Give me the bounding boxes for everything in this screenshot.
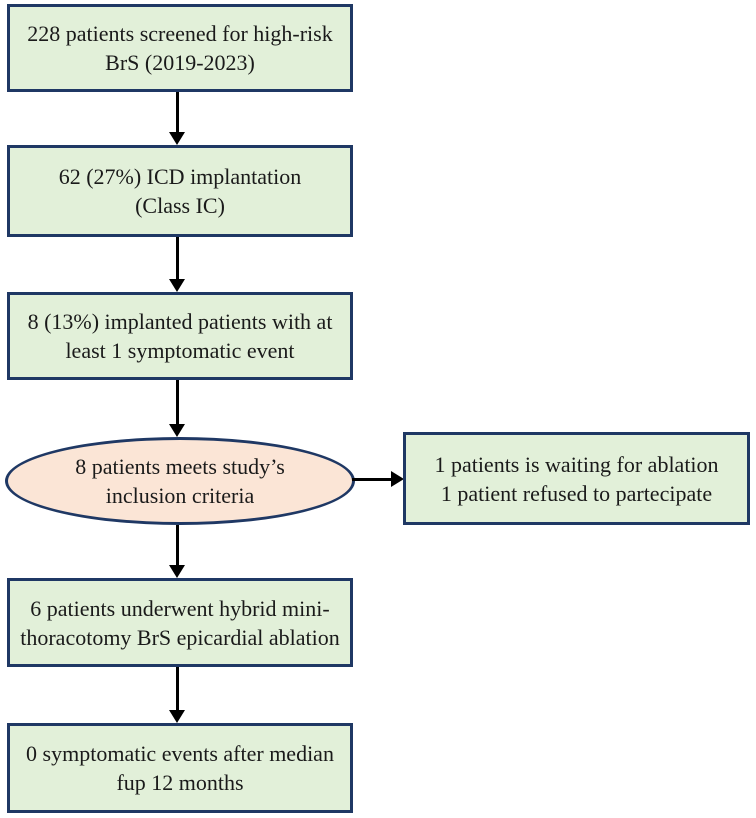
flow-box-followup-label: 0 symptomatic events after median fup 12…: [26, 741, 334, 795]
down-arrow-3-icon: [169, 424, 185, 437]
down-arrow-5-icon: [169, 710, 185, 723]
flow-ellipse-inclusion-criteria: 8 patients meets study’s inclusion crite…: [5, 437, 355, 525]
flow-box-exclusions: 1 patients is waiting for ablation 1 pat…: [403, 432, 750, 525]
down-arrow-3-stem: [176, 380, 179, 425]
down-arrow-4-icon: [169, 565, 185, 578]
flow-box-screened-label: 228 patients screened for high-risk BrS …: [27, 21, 333, 75]
down-arrow-5-stem: [176, 667, 179, 711]
flow-box-ablation-label: 6 patients underwent hybrid mini- thorac…: [20, 595, 340, 650]
down-arrow-1-stem: [176, 92, 179, 133]
down-arrow-4-stem: [176, 525, 179, 566]
flow-box-icd-implantation-label: 62 (27%) ICD implantation (Class IC): [58, 164, 302, 218]
flow-box-symptomatic-event: 8 (13%) implanted patients with at least…: [7, 292, 353, 380]
flow-box-icd-implantation: 62 (27%) ICD implantation (Class IC): [7, 145, 353, 237]
right-arrow-stem: [352, 478, 392, 481]
flow-box-symptomatic-event-label: 8 (13%) implanted patients with at least…: [27, 309, 333, 363]
down-arrow-1-icon: [169, 132, 185, 145]
flow-box-exclusions-label: 1 patients is waiting for ablation 1 pat…: [434, 451, 719, 506]
flow-ellipse-inclusion-criteria-label: 8 patients meets study’s inclusion crite…: [75, 454, 285, 508]
right-arrow-icon: [391, 471, 404, 487]
down-arrow-2-stem: [176, 237, 179, 280]
flow-box-followup: 0 symptomatic events after median fup 12…: [7, 723, 353, 813]
down-arrow-2-icon: [169, 279, 185, 292]
flow-box-ablation: 6 patients underwent hybrid mini- thorac…: [7, 578, 353, 667]
flow-box-screened: 228 patients screened for high-risk BrS …: [7, 4, 353, 92]
